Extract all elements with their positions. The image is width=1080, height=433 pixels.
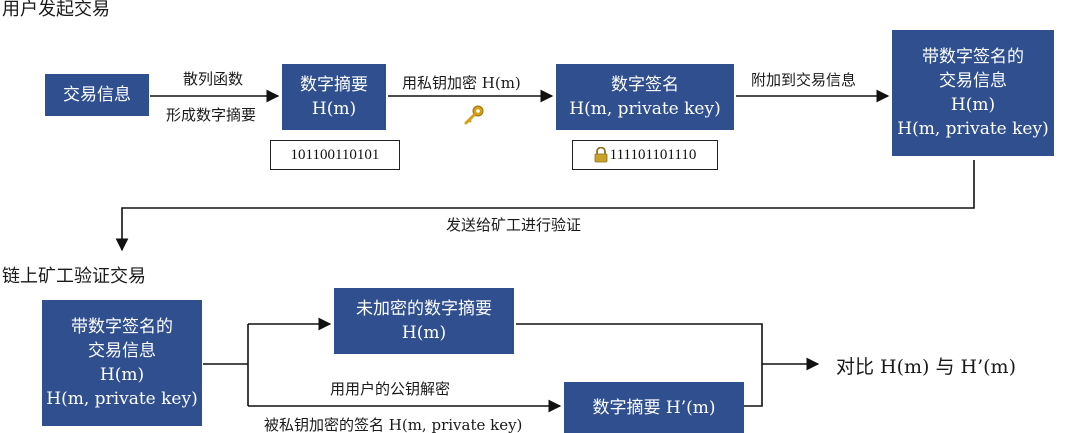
signature-bits-value: 111101101110 — [609, 146, 697, 163]
box-digital-digest-title: 数字摘要 — [300, 75, 368, 95]
arrow-send-to-miners — [115, 160, 975, 252]
box-digital-signature: 数字签名 H(m, private key) — [556, 64, 734, 130]
box-signed-line-4: H(m, private key) — [897, 119, 1049, 139]
box-signed-bottom-line-3: H(m) — [99, 365, 145, 385]
box-digest-prime-label: 数字摘要 H’(m) — [592, 398, 716, 418]
compare-label: 对比 H(m) 与 H’(m) — [836, 356, 1016, 378]
digest-bits-value: 101100110101 — [290, 146, 380, 163]
box-digital-signature-hash: H(m, private key) — [569, 99, 721, 119]
line-digest-prime-to-compare — [744, 364, 763, 407]
box-unencrypted-digest-hash: H(m) — [401, 323, 447, 343]
box-signed-line-3: H(m) — [950, 95, 996, 115]
box-transaction-info-label: 交易信息 — [63, 85, 131, 105]
box-signed-bottom-line-1: 带数字签名的 — [71, 317, 173, 337]
key-icon — [464, 105, 484, 125]
line-unencrypted-to-compare — [516, 323, 763, 364]
box-signed-line-2: 交易信息 — [939, 71, 1007, 91]
label-send-to-miners: 发送给矿工进行验证 — [446, 216, 582, 234]
lock-icon — [594, 147, 608, 163]
section-title-user-initiates: 用户发起交易 — [2, 0, 110, 20]
label-hash-function: 散列函数 — [183, 70, 244, 88]
section-title-miner-verify: 链上矿工验证交易 — [2, 266, 146, 287]
box-signed-line-1: 带数字签名的 — [922, 47, 1024, 67]
label-decrypt-with-public-key: 用用户的公钥解密 — [330, 380, 451, 398]
box-digest-prime: 数字摘要 H’(m) — [564, 382, 744, 433]
box-digital-digest-hash: H(m) — [311, 99, 357, 119]
digest-bits-box: 101100110101 — [270, 140, 400, 170]
box-signed-bottom-line-4: H(m, private key) — [46, 389, 198, 409]
label-encrypted-signature: 被私钥加密的签名 H(m, private key) — [264, 416, 523, 433]
label-form-digest: 形成数字摘要 — [166, 106, 257, 124]
box-signed-transaction-bottom: 带数字签名的 交易信息 H(m) H(m, private key) — [42, 300, 202, 426]
box-signed-transaction-top: 带数字签名的 交易信息 H(m) H(m, private key) — [892, 30, 1054, 156]
box-unencrypted-digest-title: 未加密的数字摘要 — [356, 299, 492, 319]
signature-bits-box: 111101101110 — [572, 140, 718, 170]
box-signed-bottom-line-2: 交易信息 — [88, 341, 156, 361]
box-digital-digest: 数字摘要 H(m) — [282, 64, 386, 130]
label-encrypt-with-private-key: 用私钥加密 H(m) — [402, 74, 521, 92]
label-attach-to-transaction: 附加到交易信息 — [751, 71, 857, 89]
box-digital-signature-title: 数字签名 — [611, 75, 679, 95]
box-transaction-info: 交易信息 — [45, 74, 149, 116]
box-unencrypted-digest: 未加密的数字摘要 H(m) — [334, 288, 514, 354]
